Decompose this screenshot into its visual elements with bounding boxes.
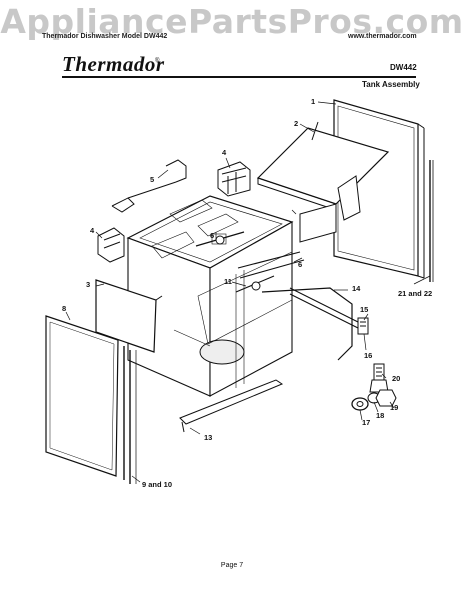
callout-1: 1 — [311, 97, 315, 106]
callout-3: 3 — [86, 280, 90, 289]
callout-8: 8 — [62, 304, 66, 313]
part-tub-body — [126, 195, 294, 397]
callout-13: 13 — [204, 433, 212, 442]
callout-4-left: 4 — [90, 226, 95, 235]
part-fitting-15 — [357, 317, 369, 335]
part-nut-19 — [375, 389, 397, 407]
callout-16: 16 — [364, 351, 372, 360]
part-bottom-bracket — [179, 379, 284, 433]
watermark: AppliancePartsPros.com — [0, 2, 464, 41]
part-bracket-top — [217, 161, 251, 197]
callout-21-22: 21 and 22 — [398, 289, 432, 298]
callout-15: 15 — [360, 305, 368, 314]
callout-6-lower: 6 — [298, 260, 302, 269]
leader-lines — [65, 101, 431, 483]
callout-19: 19 — [390, 403, 398, 412]
callout-6-upper: 6 — [210, 231, 214, 240]
header-rule — [62, 76, 416, 78]
callout-18: 18 — [376, 411, 384, 420]
part-seal-strip — [429, 160, 434, 282]
part-spray-arm-lower — [235, 275, 275, 293]
callout-9-10: 9 and 10 — [142, 480, 172, 489]
header-website: www.thermador.com — [348, 33, 417, 40]
part-top-panel — [256, 121, 390, 243]
page-number: Page 7 — [220, 562, 244, 569]
callout-11: 11 — [224, 277, 232, 286]
header-model-text: Thermador Dishwasher Model DW442 — [42, 33, 168, 40]
callout-20: 20 — [392, 374, 400, 383]
brand-registered-mark: ® — [155, 58, 160, 64]
part-frame-tube — [261, 287, 359, 361]
part-door-panel — [45, 315, 119, 477]
part-side-panel-left — [95, 279, 163, 353]
model-number: DW442 — [390, 63, 417, 72]
section-title: Tank Assembly — [362, 80, 420, 89]
callout-2: 2 — [294, 119, 298, 128]
part-small-bracket — [111, 159, 187, 213]
part-inlet-valve — [369, 363, 389, 393]
part-rack-rails — [237, 251, 305, 279]
brand-logo: Thermador — [62, 52, 165, 76]
callout-4-top: 4 — [222, 148, 227, 157]
callout-5: 5 — [150, 175, 154, 184]
part-bracket-left — [97, 227, 125, 263]
callout-17: 17 — [362, 418, 370, 427]
callout-14: 14 — [352, 284, 361, 293]
part-washer-17 — [351, 397, 369, 411]
part-door-strips — [123, 346, 137, 484]
